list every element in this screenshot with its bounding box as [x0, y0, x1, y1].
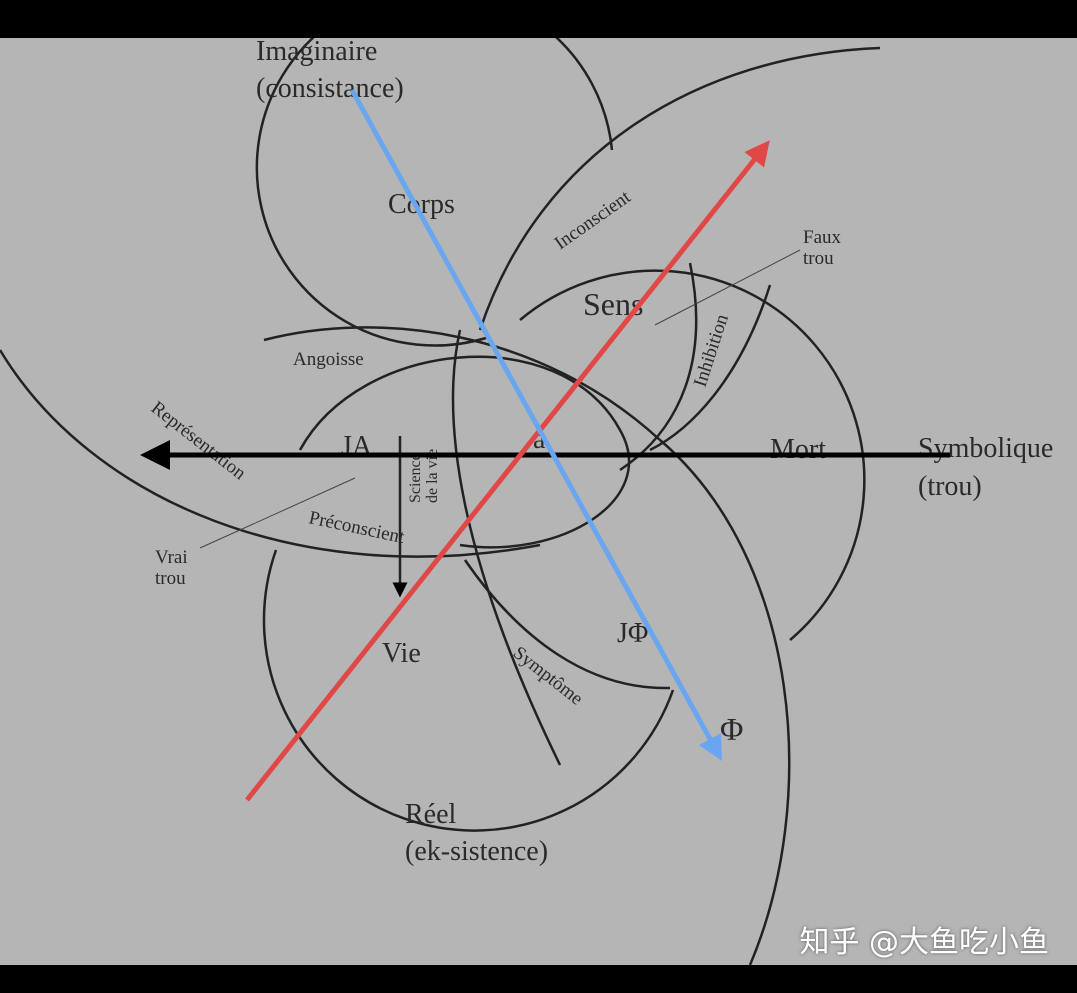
inner-arc-1	[263, 326, 661, 441]
vrai-trou-pointer	[199, 477, 356, 549]
label-inconscient: Inconscient	[551, 186, 635, 254]
label-imaginaire-sub: (consistance)	[256, 73, 404, 104]
reel-ring	[262, 549, 675, 832]
inner-arc-6	[463, 559, 671, 690]
label-representation: Représentation	[147, 397, 250, 484]
faux-trou-pointer	[654, 249, 801, 326]
inner-arc-2	[298, 355, 631, 549]
label-vrai-trou-1: Vrai	[155, 547, 188, 568]
label-symbolique: Symbolique	[918, 433, 1053, 464]
inner-arc-5	[649, 284, 772, 452]
watermark: 知乎 @大鱼吃小鱼	[799, 925, 1049, 960]
blue-arrow	[349, 88, 723, 761]
symbolique-ring	[519, 269, 866, 641]
label-faux-trou-1: Faux	[803, 227, 842, 248]
knot-svg: Imaginaire (consistance) Symbolique (tro…	[0, 38, 1053, 965]
label-angoisse: Angoisse	[293, 349, 364, 370]
label-reel: Réel	[405, 799, 457, 830]
borromean-knot-diagram: Imaginaire (consistance) Symbolique (tro…	[0, 38, 1077, 965]
label-preconscient: Préconscient	[307, 507, 407, 548]
label-vie: Vie	[382, 638, 421, 669]
label-mort: Mort	[770, 434, 826, 465]
label-imaginaire: Imaginaire	[256, 38, 377, 67]
label-symbolique-sub: (trou)	[918, 471, 982, 502]
label-phi: Φ	[720, 711, 743, 747]
label-reel-sub: (ek-sistence)	[405, 836, 548, 867]
label-science-1: Science	[407, 453, 424, 503]
label-science-2: de la vie	[424, 449, 441, 503]
large-arc-bottom	[659, 439, 791, 965]
label-faux-trou-2: trou	[803, 248, 834, 269]
red-arrow	[245, 140, 770, 802]
large-arc-top	[478, 46, 881, 331]
label-j-phi: JΦ	[617, 618, 648, 649]
inner-arc-3	[451, 329, 562, 766]
label-sens: Sens	[583, 286, 643, 322]
label-vrai-trou-2: trou	[155, 568, 186, 589]
imaginaire-ring	[255, 38, 614, 347]
